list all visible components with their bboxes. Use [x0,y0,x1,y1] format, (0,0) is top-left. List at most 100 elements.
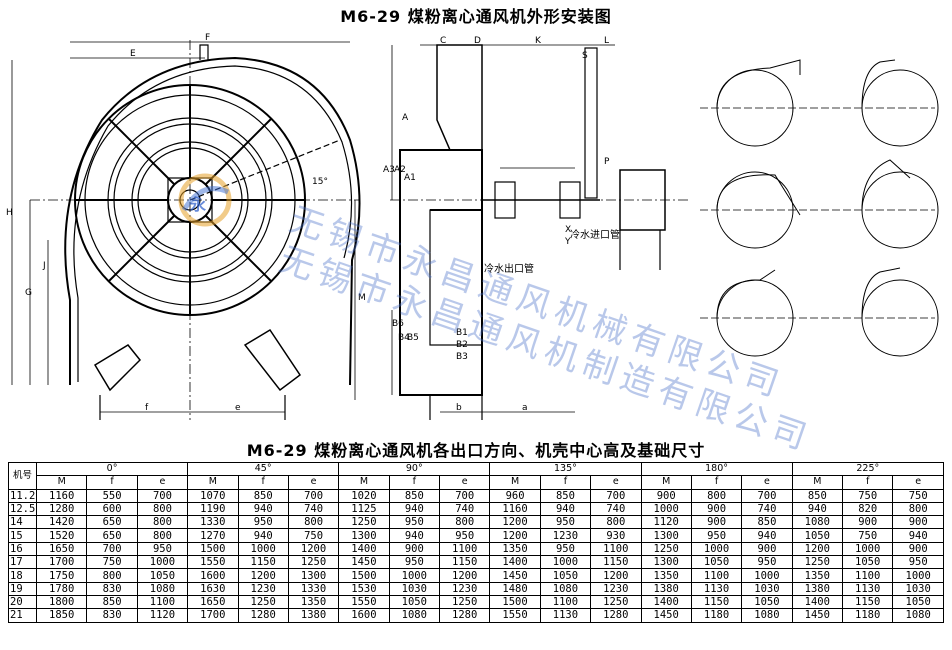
subheader-f: f [86,475,138,490]
value-cell: 1380 [640,581,692,596]
model-cell: 11.2 [8,488,37,503]
value-cell: 1230 [438,581,491,596]
model-cell: 20 [8,594,37,610]
value-cell: 1650 [187,594,239,610]
value-cell: 940 [388,528,441,543]
value-cell: 740 [287,501,340,517]
model-header: 机号 [8,462,37,490]
value-cell: 1420 [35,515,88,530]
subheader-M: M [791,475,844,490]
subheader-f: f [539,475,592,490]
value-cell: 950 [690,528,743,543]
outlet-direction-sketches [700,59,939,357]
value-cell: 1080 [892,608,944,623]
subheader-e: e [590,475,642,490]
model-cell: 18 [8,568,37,583]
value-cell: 1180 [690,608,743,623]
value-cell: 900 [640,488,692,503]
fan-installation-drawing: F E H G J M f e C D K S L A A1 A2 A3 B1 … [6,33,939,420]
value-cell: 900 [690,515,743,530]
value-cell: 1200 [791,541,844,557]
value-cell: 1000 [640,501,692,517]
value-cell: 1400 [489,555,541,570]
subheader-e: e [287,475,340,490]
value-cell: 1630 [187,581,239,596]
angle-header: 225° [791,461,945,477]
value-cell: 1050 [136,568,189,583]
value-cell: 950 [438,528,491,543]
value-cell: 740 [590,501,642,517]
drawing-title: M6-29 煤粉离心通风机外形安装图 [340,7,612,26]
subheader-M: M [338,475,390,490]
value-cell: 1050 [690,555,743,570]
value-cell: 1330 [287,581,340,596]
angle-header: 45° [187,461,340,477]
front-view-casing [30,40,361,420]
value-cell: 940 [892,528,944,543]
dim-label-Y: Y [564,237,571,247]
value-cell: 1250 [438,594,491,610]
model-cell: 21 [8,608,37,623]
value-cell: 1080 [539,581,592,596]
dim-label-B3: B3 [456,352,468,362]
value-cell: 900 [892,515,944,530]
dim-label-A1: A1 [404,173,416,183]
value-cell: 1150 [841,594,894,610]
value-cell: 1550 [338,594,390,610]
value-cell: 950 [136,541,189,557]
side-view-dimensions [391,44,615,413]
value-cell: 1250 [338,515,390,530]
value-cell: 1380 [287,608,340,623]
value-cell: 1150 [690,594,743,610]
value-cell: 1030 [892,581,944,596]
table-title: M6-29 煤粉离心通风机各出口方向、机壳中心高及基础尺寸 [246,441,706,460]
value-cell: 1300 [338,528,390,543]
side-view [390,44,690,420]
value-cell: 1160 [35,488,88,503]
angle-label: 15° [312,177,328,187]
value-cell: 1100 [841,568,894,583]
value-cell: 940 [237,528,289,543]
value-cell: 1050 [539,568,592,583]
value-cell: 1020 [338,488,390,503]
dim-label-J: J [42,261,46,271]
value-cell: 900 [690,501,743,517]
value-cell: 550 [86,488,138,503]
value-cell: 940 [539,501,592,517]
value-cell: 950 [892,555,944,570]
value-cell: 1230 [237,581,289,596]
value-cell: 1500 [489,594,541,610]
value-cell: 1125 [338,501,390,517]
subheader-M: M [489,475,541,490]
value-cell: 1200 [287,541,340,557]
value-cell: 1280 [237,608,289,623]
dim-label-e: e [235,403,241,413]
value-cell: 800 [86,568,138,583]
value-cell: 1200 [489,528,541,543]
value-cell: 930 [590,528,642,543]
value-cell: 700 [136,488,189,503]
dim-label-F: F [205,33,210,43]
value-cell: 1250 [590,594,642,610]
value-cell: 1080 [741,608,793,623]
value-cell: 1450 [338,555,390,570]
value-cell: 900 [841,515,894,530]
dim-label-f: f [145,403,149,413]
value-cell: 1200 [590,568,642,583]
dim-label-K: K [535,36,542,46]
angle-header: 180° [640,461,793,477]
value-cell: 1150 [590,555,642,570]
value-cell: 1270 [187,528,239,543]
value-cell: 750 [86,555,138,570]
value-cell: 1520 [35,528,88,543]
value-cell: 1400 [640,594,692,610]
value-cell: 1080 [791,515,844,530]
value-cell: 1100 [690,568,743,583]
value-cell: 850 [388,488,441,503]
value-cell: 800 [892,501,944,517]
value-cell: 750 [841,488,894,503]
